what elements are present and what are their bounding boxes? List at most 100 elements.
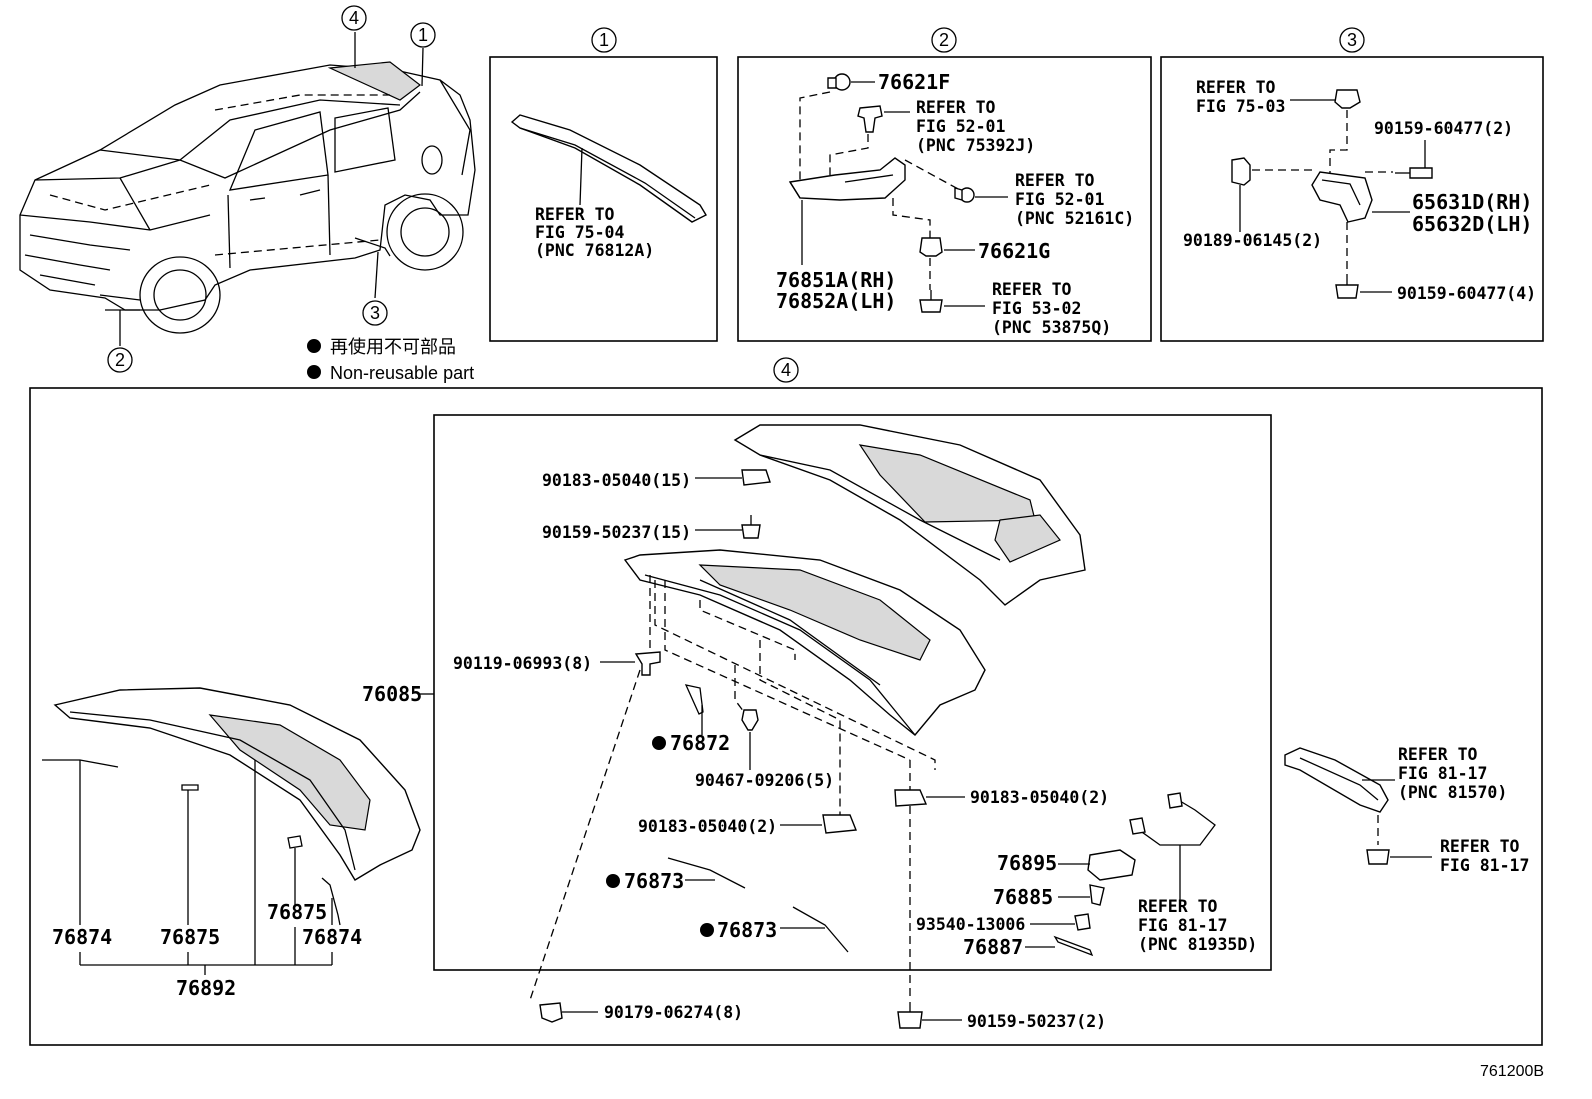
panel1-refer-1: REFER TO	[535, 205, 615, 224]
svg-text:1: 1	[599, 30, 609, 50]
label-90183-05040-2a: 90183-05040(2)	[638, 817, 777, 836]
svg-text:4: 4	[781, 360, 791, 380]
label-76875b: 76875	[267, 900, 327, 924]
callout-1-car: 1	[410, 22, 436, 48]
legend: 再使用不可部品 Non-reusable part	[307, 337, 474, 383]
label-90183-05040-2b: 90183-05040(2)	[970, 788, 1109, 807]
svg-text:1: 1	[418, 25, 428, 45]
label-76621G: 76621G	[978, 239, 1050, 263]
molding-76851A-part	[788, 157, 906, 201]
label-76852A: 76852A(LH)	[776, 289, 896, 313]
spoiler-inner-frame	[623, 549, 986, 736]
panel4-refer-d2: FIG 81-17	[1138, 916, 1227, 935]
non-reusable-76872-icon	[652, 736, 666, 750]
screw-81-17	[1366, 849, 1390, 865]
spoiler-garnish-part	[510, 114, 707, 223]
panel2-refer-c2: FIG 53-02	[992, 299, 1081, 318]
label-90159-50237-15: 90159-50237(15)	[542, 523, 691, 542]
clip-90467-09206	[741, 709, 759, 731]
bolt-90159-60477-4	[1335, 275, 1359, 299]
screw-52161C	[954, 187, 975, 203]
label-76885: 76885	[993, 885, 1053, 909]
label-90119-06993: 90119-06993(8)	[453, 654, 592, 673]
svg-text:2: 2	[939, 30, 949, 50]
callout-1-panel: 1	[591, 27, 617, 53]
panel-4-inner-box	[433, 414, 1272, 971]
svg-text:3: 3	[1347, 30, 1357, 50]
label-90159-60477-2: 90159-60477(2)	[1374, 119, 1513, 138]
label-76895: 76895	[997, 851, 1057, 875]
panel2-refer-a1: REFER TO	[916, 98, 996, 117]
non-reusable-bullet-icon	[307, 339, 321, 353]
label-76872: 76872	[670, 731, 730, 755]
panel1-refer-2: FIG 75-04	[535, 223, 624, 242]
screw-90159-50237-2	[897, 1002, 923, 1029]
panel4-refer-e3: (PNC 81570)	[1398, 783, 1507, 802]
panel2-refer-c1: REFER TO	[992, 280, 1072, 299]
panel2-refer-c3: (PNC 53875Q)	[992, 318, 1111, 337]
clip-90119-06993	[634, 651, 661, 676]
label-90189-06145: 90189-06145(2)	[1183, 231, 1322, 250]
panel4-refer-e2: FIG 81-17	[1398, 764, 1487, 783]
callout-4-panel: 4	[773, 357, 799, 383]
label-90467-09206: 90467-09206(5)	[695, 771, 834, 790]
panel4-refer-f2: FIG 81-17	[1440, 856, 1529, 875]
callout-3-panel: 3	[1339, 27, 1365, 53]
clip-75-03	[1334, 89, 1361, 109]
non-reusable-76873a-icon	[606, 874, 620, 888]
panel4-refer-d3: (PNC 81935D)	[1138, 935, 1257, 954]
label-65632D: 65632D(LH)	[1412, 212, 1532, 236]
panel-3-box	[1160, 56, 1544, 342]
car-illustration	[19, 61, 476, 334]
svg-text:4: 4	[349, 8, 359, 28]
screw-53875Q	[919, 290, 943, 313]
panel-2-box	[737, 56, 1152, 342]
panel1-refer-3: (PNC 76812A)	[535, 241, 654, 260]
non-reusable-76873b-icon	[700, 923, 714, 937]
panel3-refer-1: REFER TO	[1196, 78, 1276, 97]
bracket-65631D-part	[1311, 171, 1373, 223]
clip-90179-06274	[539, 1002, 563, 1023]
label-76875a: 76875	[160, 925, 220, 949]
panel-4-box	[29, 387, 1543, 1046]
svg-text:2: 2	[115, 350, 125, 370]
panel2-refer-b1: REFER TO	[1015, 171, 1095, 190]
diagram-code: 761200B	[1480, 1063, 1544, 1080]
label-93540-13006: 93540-13006	[916, 915, 1025, 934]
label-76085: 76085	[362, 682, 422, 706]
spoiler-cover-part	[733, 424, 1086, 606]
nut-90189-06145	[1231, 157, 1251, 186]
clip-76621G	[919, 237, 943, 257]
label-76892: 76892	[176, 976, 236, 1000]
nut-90183-05040-15	[741, 469, 771, 486]
callout-2-car: 2	[107, 347, 133, 373]
non-reusable-bullet-icon	[307, 365, 321, 379]
label-65631D: 65631D(RH)	[1412, 190, 1532, 214]
callout-4-car: 4	[341, 5, 367, 31]
label-76874a: 76874	[52, 925, 112, 949]
panel3-refer-2: FIG 75-03	[1196, 97, 1285, 116]
label-90159-50237-2: 90159-50237(2)	[967, 1012, 1106, 1031]
legend-en: Non-reusable part	[330, 363, 474, 383]
panel2-refer-a2: FIG 52-01	[916, 117, 1005, 136]
label-76873b: 76873	[717, 918, 777, 942]
label-90179-06274: 90179-06274(8)	[604, 1003, 743, 1022]
label-76873a: 76873	[624, 869, 684, 893]
clip-75392J	[857, 105, 883, 133]
nut-90183-05040-2a	[822, 814, 857, 834]
stop-lamp-81570-part	[1284, 747, 1389, 813]
label-90159-60477-4: 90159-60477(4)	[1397, 284, 1536, 303]
panel2-refer-b3: (PNC 52161C)	[1015, 209, 1134, 228]
screw-90159-50237-15	[741, 515, 761, 539]
camera-76895-part	[1087, 849, 1136, 881]
panel2-refer-b2: FIG 52-01	[1015, 190, 1104, 209]
bolt-90159-60477	[1395, 167, 1433, 179]
panel2-refer-a3: (PNC 75392J)	[916, 136, 1035, 155]
label-76874b: 76874	[302, 925, 362, 949]
svg-text:3: 3	[370, 303, 380, 323]
panel-1-box	[489, 56, 718, 342]
screw-76621F	[827, 73, 851, 91]
label-76621F: 76621F	[878, 70, 950, 94]
panel4-refer-f1: REFER TO	[1440, 837, 1520, 856]
